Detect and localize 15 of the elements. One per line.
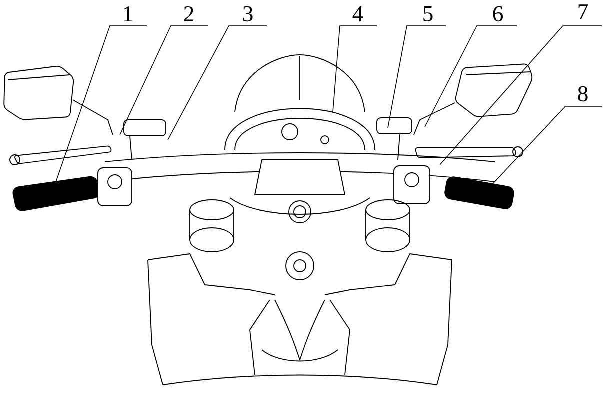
leader-line xyxy=(424,26,518,128)
callout-number: 8 xyxy=(578,86,588,102)
callout-number: 2 xyxy=(184,6,194,22)
callout-number: 6 xyxy=(493,6,503,22)
leader-line xyxy=(168,26,268,140)
leader-line xyxy=(120,26,208,136)
leader-line xyxy=(492,106,602,186)
callout-number: 7 xyxy=(578,4,588,20)
callout-number: 4 xyxy=(352,6,364,22)
callout-number: 3 xyxy=(243,6,253,22)
callout-number: 1 xyxy=(124,6,132,22)
leader-line xyxy=(388,26,446,128)
callout-number: 5 xyxy=(424,6,433,22)
leader-line xyxy=(332,26,378,112)
leader-line xyxy=(440,26,602,166)
